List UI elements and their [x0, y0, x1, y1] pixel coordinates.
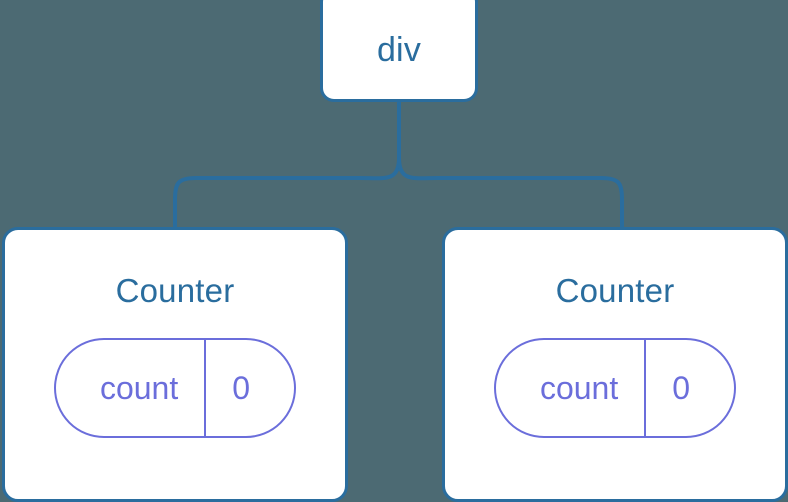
state-key-left: count — [56, 340, 207, 436]
node-div-label: div — [376, 30, 422, 69]
state-key-right: count — [496, 340, 647, 436]
state-pill-left: count 0 — [53, 338, 297, 438]
connector-branch-right — [397, 157, 624, 229]
node-div[interactable]: div — [320, 0, 478, 102]
state-pill-right: count 0 — [493, 338, 737, 438]
node-counter-right-label: Counter — [555, 272, 675, 309]
connector-branch-left — [173, 157, 401, 229]
node-counter-left[interactable]: Counter count 0 — [2, 227, 348, 502]
node-counter-left-label: Counter — [115, 272, 235, 309]
state-value-right: 0 — [672, 369, 691, 406]
node-counter-right[interactable]: Counter count 0 — [442, 227, 788, 502]
state-value-left: 0 — [232, 369, 251, 406]
